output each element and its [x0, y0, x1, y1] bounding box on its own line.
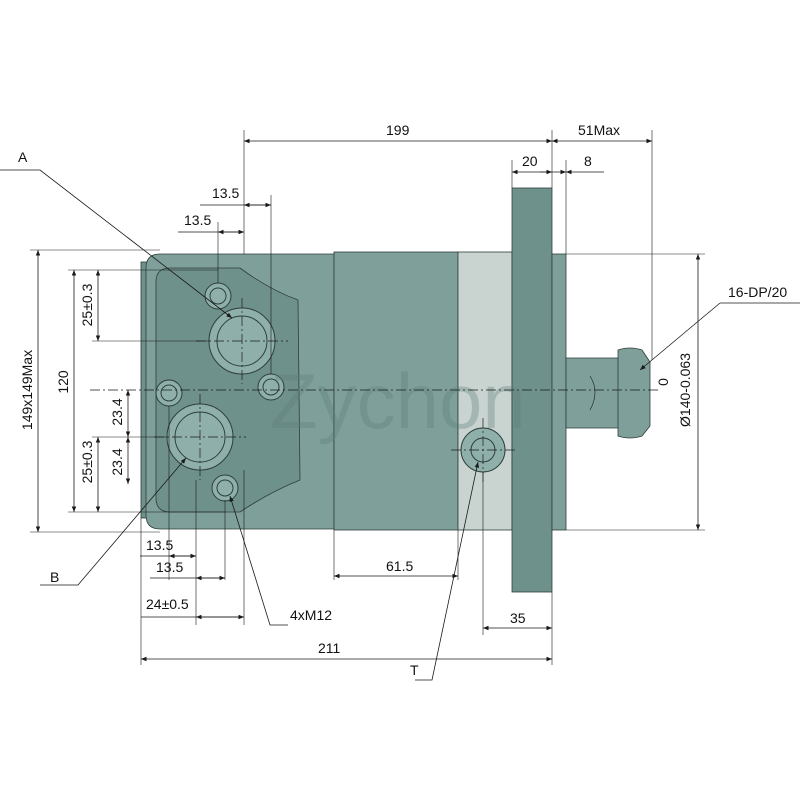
port-b-label: B: [50, 569, 59, 585]
dim-diameter-tol-label: 0: [655, 378, 671, 386]
pilot-diameter: [551, 253, 567, 531]
dim-211-label: 211: [318, 640, 341, 656]
spline-label: 16-DP/20: [728, 284, 787, 300]
dim-diameter-label: Ø140-0.063: [677, 353, 693, 427]
dim-8-label: 8: [584, 153, 592, 169]
port-t-label: T: [410, 662, 419, 678]
dimension-lines: [35, 138, 701, 662]
dimension-labels: 199 51Max 20 8 13.5 13.5 A 16-DP/20 149x…: [18, 122, 787, 678]
dim-35-label: 35: [510, 610, 526, 626]
dim-20-label: 20: [522, 153, 538, 169]
thread-label: 4xM12: [290, 607, 332, 623]
dim-120-label: 120: [55, 370, 71, 394]
dim-13-5-top-a-label: 13.5: [212, 185, 239, 201]
dim-51max-label: 51Max: [578, 122, 620, 138]
dim-25-top-label: 25±0.3: [79, 283, 95, 326]
output-shaft: [565, 347, 651, 439]
dim-199-label: 199: [386, 122, 410, 138]
dim-23-4-top-label: 23.4: [109, 398, 125, 425]
dim-24-label: 24±0.5: [146, 596, 189, 612]
leader-lines: [0, 169, 800, 681]
center-section: [333, 251, 459, 531]
dim-13-5-top-b-label: 13.5: [184, 212, 211, 228]
extension-lines: [30, 130, 705, 665]
dim-25-bottom-label: 25±0.3: [79, 440, 95, 483]
port-a-label: A: [18, 149, 28, 165]
dim-23-4-bottom-label: 23.4: [109, 448, 125, 475]
watermark: Zychon: [270, 357, 526, 445]
dim-13-5-bottom-b-label: 13.5: [156, 559, 183, 575]
dim-61-5-label: 61.5: [386, 558, 413, 574]
dim-13-5-bottom-a-label: 13.5: [146, 537, 173, 553]
center-lines: [90, 298, 660, 482]
ring-section: [457, 251, 513, 531]
dim-149-label: 149x149Max: [19, 350, 35, 430]
